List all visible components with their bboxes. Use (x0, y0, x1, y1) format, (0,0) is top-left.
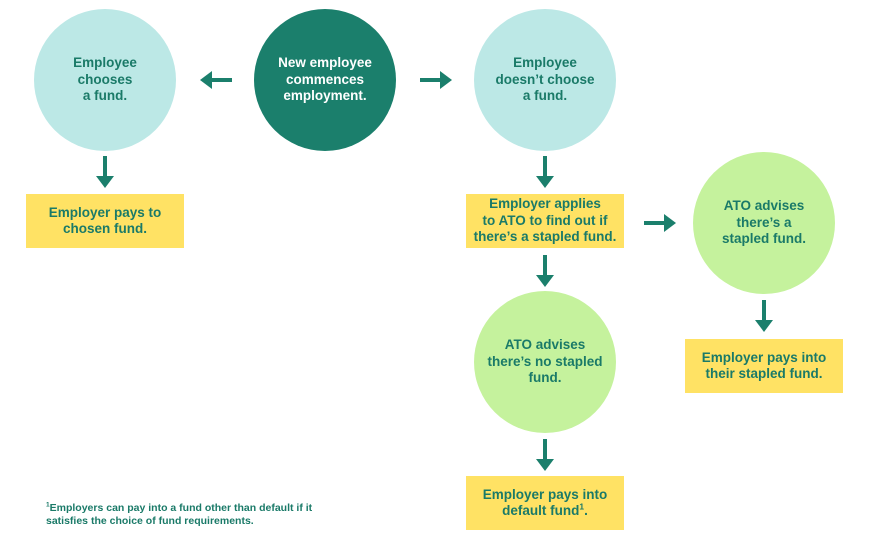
new-employee-circle: New employee commences employment. (254, 9, 396, 151)
arrow-right-to-ato-stapled (644, 214, 676, 232)
pays-default-box: Employer pays into default fund1. (466, 476, 624, 530)
arrow-down-to-pays-chosen (96, 156, 114, 188)
arrow-down-to-pays-stapled (755, 300, 773, 332)
arrow-down-to-applies-ato (536, 156, 554, 188)
footnote: 1Employers can pay into a fund other tha… (46, 502, 346, 528)
new-employee-label: New employee commences employment. (278, 55, 372, 104)
arrow-down-to-pays-default (536, 439, 554, 471)
ato-no-stapled-label: ATO advises there’s no stapled fund. (487, 337, 603, 386)
applies-ato-box: Employer applies to ATO to find out if t… (466, 194, 624, 248)
employee-chooses-circle: Employee chooses a fund. (34, 9, 176, 151)
employee-doesnt-choose-label: Employee doesn’t choose a fund. (495, 55, 595, 104)
pays-stapled-label: Employer pays into their stapled fund. (701, 349, 827, 382)
ato-no-stapled-circle: ATO advises there’s no stapled fund. (474, 291, 616, 433)
ato-stapled-label: ATO advises there’s a stapled fund. (722, 198, 806, 247)
arrow-down-to-ato-no-stapled (536, 255, 554, 287)
pays-default-label: Employer pays into default fund (482, 486, 608, 519)
employee-doesnt-choose-circle: Employee doesn’t choose a fund. (474, 9, 616, 151)
employee-chooses-label: Employee chooses a fund. (73, 55, 137, 104)
footnote-mark: 1 (46, 501, 50, 509)
pays-stapled-box: Employer pays into their stapled fund. (685, 339, 843, 393)
pays-chosen-box: Employer pays to chosen fund. (26, 194, 184, 248)
pays-chosen-label: Employer pays to chosen fund. (48, 204, 162, 237)
pays-default-text: Employer pays into default fund1. (482, 486, 608, 519)
arrow-left-to-employee-chooses (200, 71, 232, 89)
applies-ato-label: Employer applies to ATO to find out if t… (473, 196, 617, 245)
footnote-text: Employers can pay into a fund other than… (46, 502, 313, 527)
arrow-right-to-employee-doesnt-choose (420, 71, 452, 89)
pays-default-footnote-mark: 1 (579, 501, 585, 512)
ato-stapled-circle: ATO advises there’s a stapled fund. (693, 152, 835, 294)
